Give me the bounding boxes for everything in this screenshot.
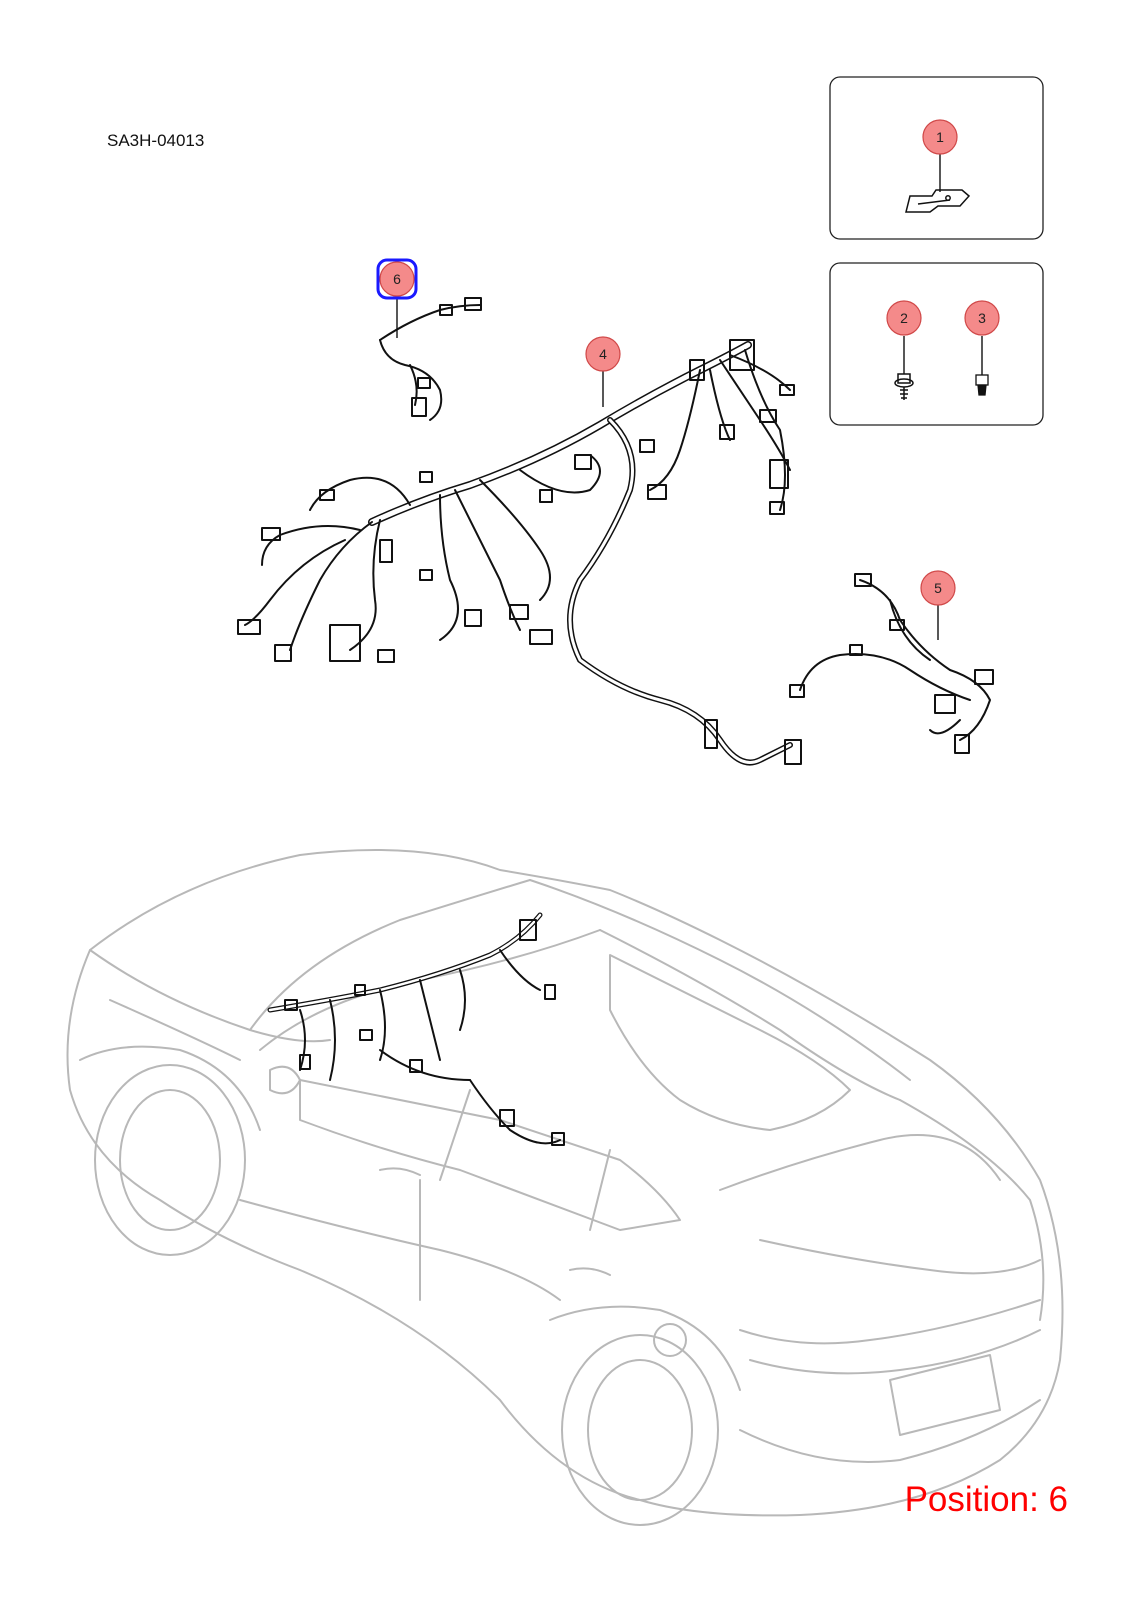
installed-harness-diagram: [267, 912, 565, 1146]
bracket-part: [905, 189, 971, 213]
diagram-code: SA3H-04013: [107, 131, 205, 150]
callout-3-label: 3: [978, 310, 986, 326]
main-harness-diagram: [237, 339, 802, 766]
detail-box-bracket: [829, 76, 1044, 240]
detail-box-fasteners: [829, 262, 1044, 426]
screw-part: [975, 374, 989, 396]
callout-6[interactable]: 6: [376, 258, 418, 300]
leader-lines: [396, 154, 983, 640]
callout-5[interactable]: 5: [920, 570, 956, 606]
callout-4[interactable]: 4: [585, 336, 621, 372]
selected-callout-highlight: [376, 258, 418, 300]
callout-4-label: 4: [599, 346, 607, 362]
sub-harness-diagram: [789, 573, 994, 754]
vehicle-illustration: [66, 849, 1064, 1526]
bolt-part: [894, 373, 914, 400]
position-label: Position: 6: [904, 1480, 1068, 1519]
callout-6-label: 6: [393, 271, 401, 287]
callout-2[interactable]: 2: [886, 300, 922, 336]
callout-2-label: 2: [900, 310, 908, 326]
callout-1-label: 1: [936, 129, 944, 145]
callout-3[interactable]: 3: [964, 300, 1000, 336]
small-harness-diagram: [379, 297, 482, 421]
callout-1[interactable]: 1: [922, 119, 958, 155]
callout-5-label: 5: [934, 580, 942, 596]
